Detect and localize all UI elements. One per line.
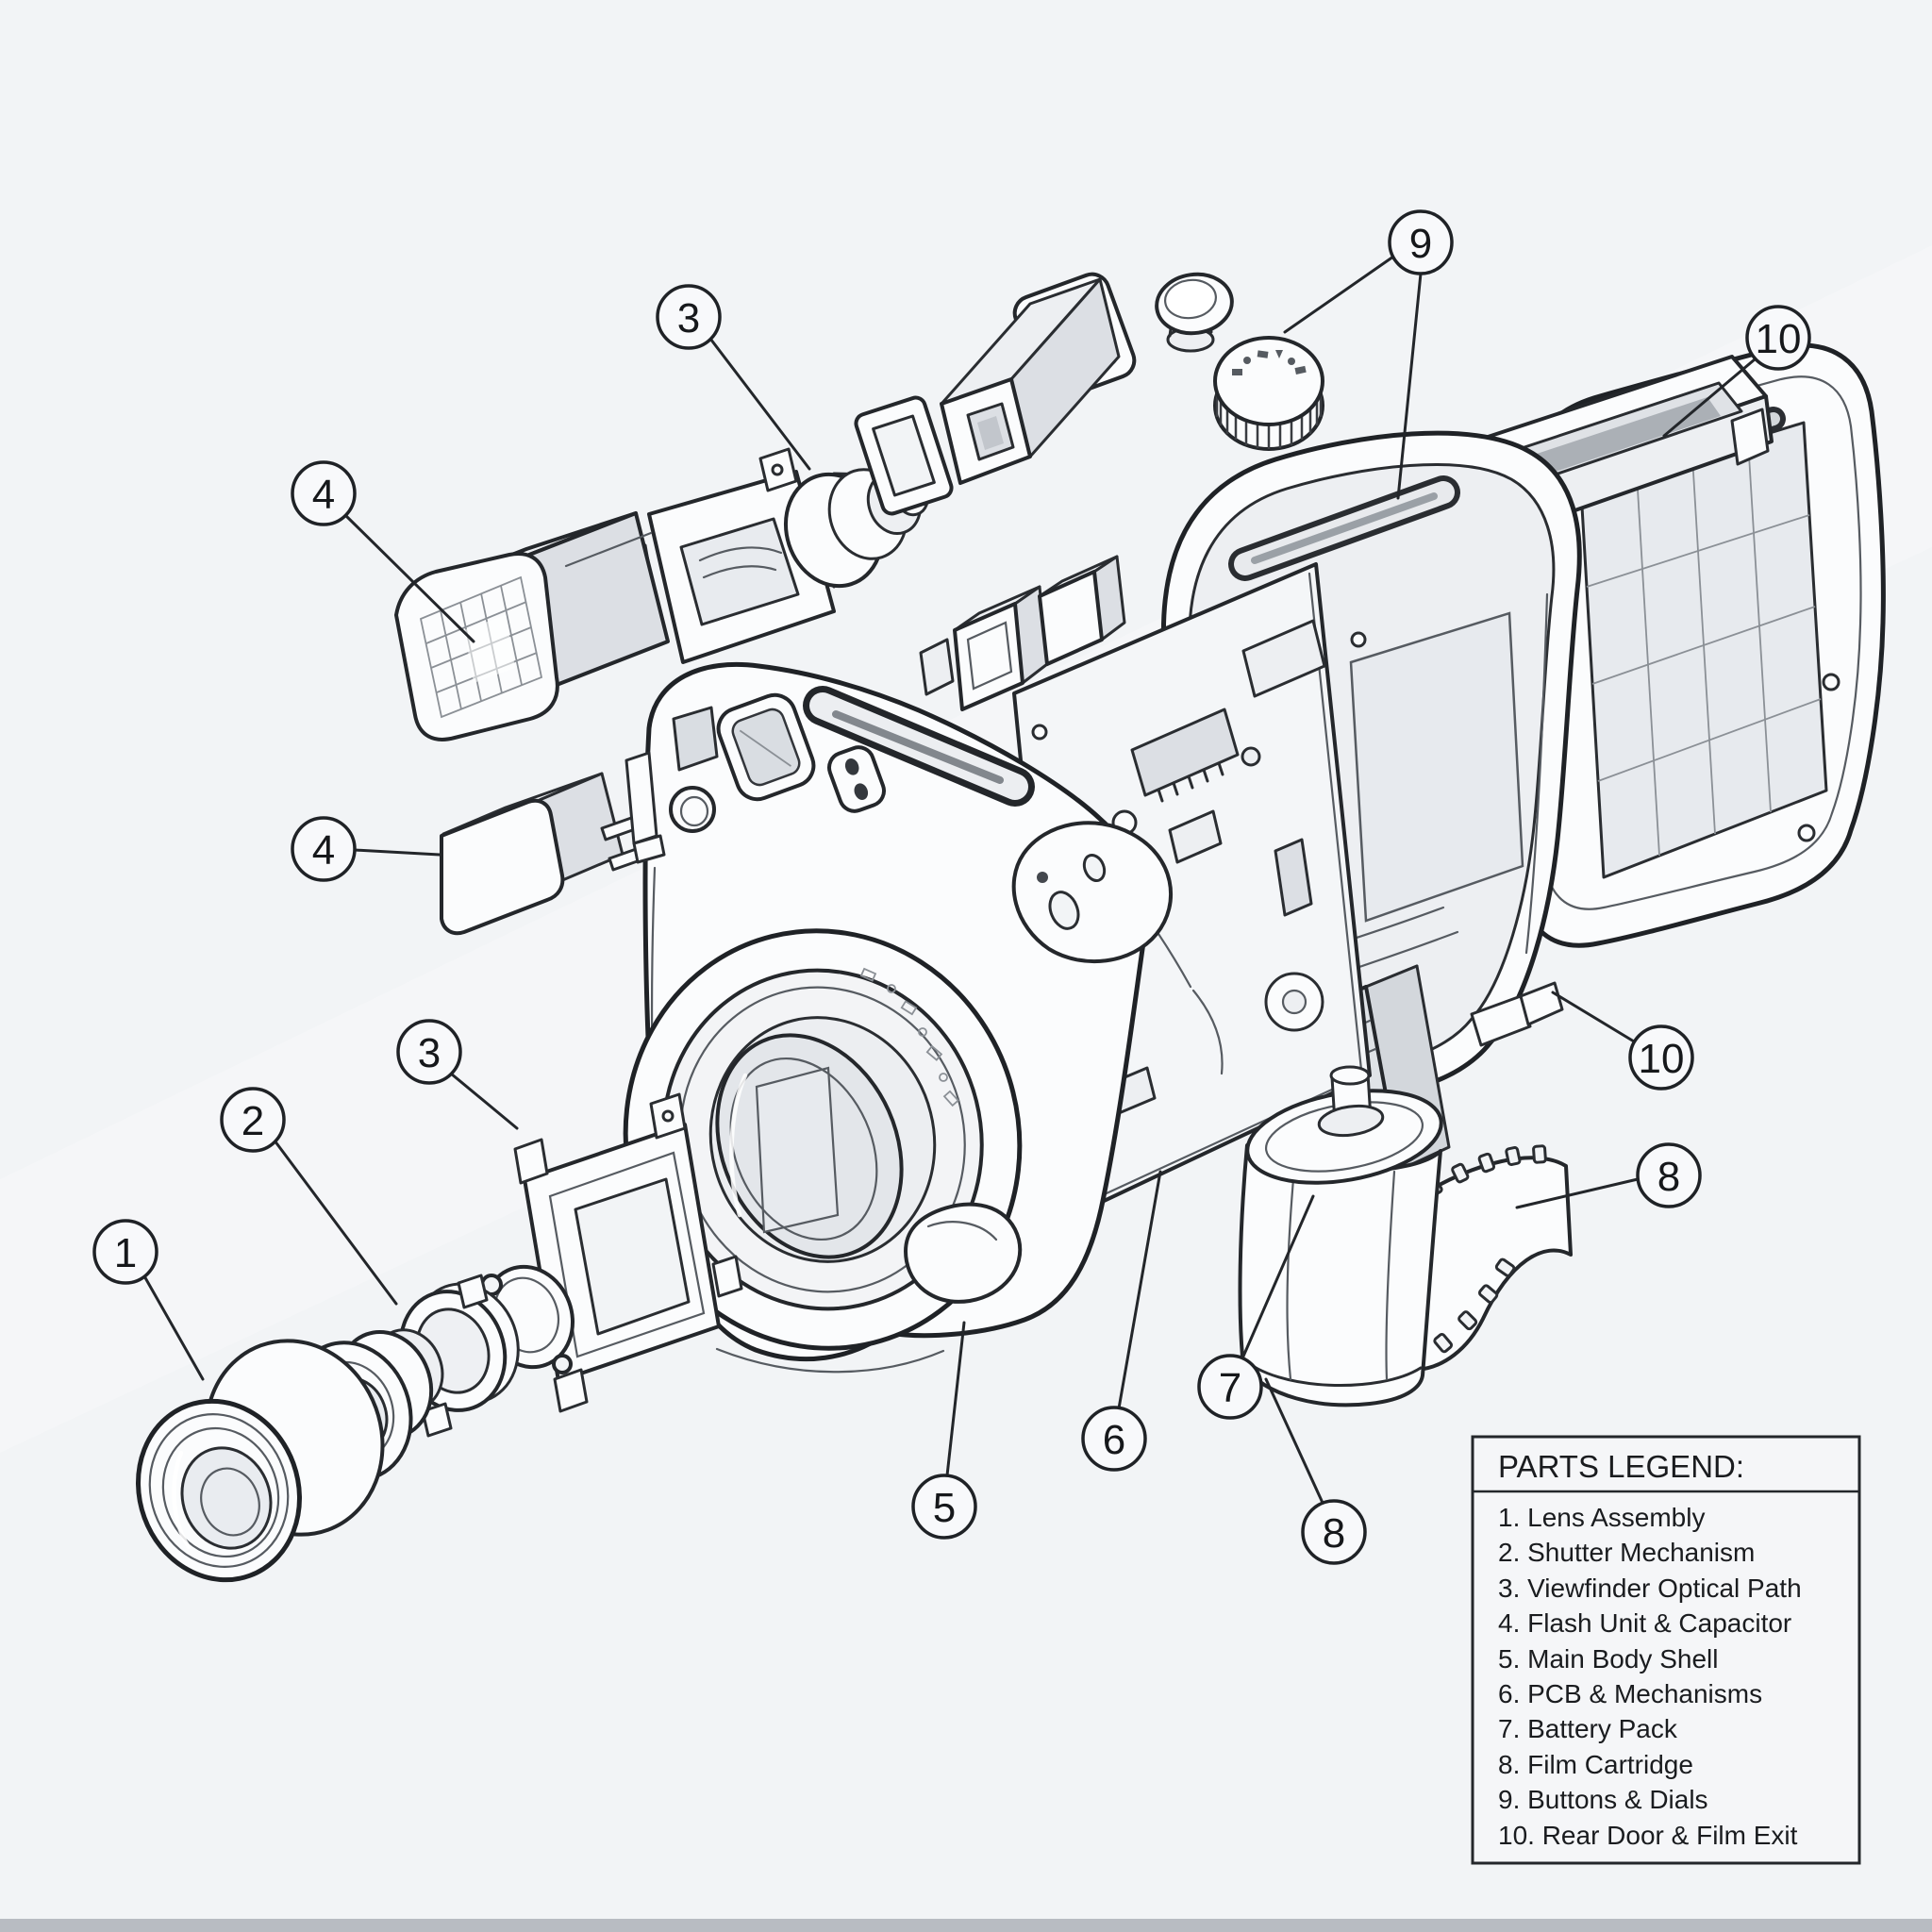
svg-text:2: 2 [242,1098,264,1144]
body-side-opening [672,706,719,772]
svg-text:4: 4 [312,827,335,874]
film-cartridge [1238,1065,1573,1407]
legend-item-3: 3. Viewfinder Optical Path [1498,1574,1802,1603]
svg-text:8: 8 [1657,1154,1680,1200]
callout-10-rear-door-bottom: 10 [1628,1024,1694,1091]
parts-legend: PARTS LEGEND: 1. Lens Assembly 2. Shutte… [1471,1435,1861,1865]
shutter-button [1155,272,1234,353]
legend-title: PARTS LEGEND: [1498,1449,1744,1484]
legend-item-9: 9. Buttons & Dials [1498,1785,1708,1814]
pcb-ic-chip [1130,708,1240,803]
legend-item-5: 5. Main Body Shell [1498,1644,1718,1674]
flash-fresnel [419,575,543,719]
legend-item-2: 2. Shutter Mechanism [1498,1538,1755,1567]
bottom-edge-strip [0,1919,1932,1932]
callout-8-film-right: 8 [1636,1142,1702,1208]
pcb-connector-blocks [919,555,1126,711]
flash-unit [394,511,670,741]
svg-text:3: 3 [418,1030,441,1076]
svg-text:5: 5 [933,1485,956,1531]
legend-box [1471,1435,1861,1865]
flash-capacitor [440,751,666,936]
callout-4-flash-unit: 4 [291,460,357,526]
svg-text:7: 7 [1219,1365,1241,1411]
callout-3-viewfinder-top: 3 [656,284,722,350]
aperture-marks [859,967,959,1108]
lens-assembly [136,1274,520,1583]
body-strap-boss [827,745,886,813]
callout-4-capacitor: 4 [291,816,357,882]
pcb-connector [1241,619,1326,698]
svg-text:4: 4 [312,472,335,518]
callout-3-viewfinder-plate: 3 [396,1019,462,1085]
callout-6-pcb: 6 [1081,1406,1147,1472]
svg-text:10: 10 [1756,316,1802,362]
leader-lines [142,255,1757,1505]
body-viewfinder-window [716,692,816,802]
svg-text:9: 9 [1409,221,1432,267]
viewfinder-eyepiece [940,272,1137,485]
body-shutter-bump [904,1202,1023,1304]
svg-text:3: 3 [677,295,700,341]
callout-8-film-bottom: 8 [1301,1499,1367,1565]
legend-item-4: 4. Flash Unit & Capacitor [1498,1608,1791,1638]
viewfinder-optical-path [625,272,1137,664]
legend-item-1: 1. Lens Assembly [1498,1503,1705,1532]
rear-door-grid [1579,421,1828,879]
callout-5-main-body: 5 [911,1474,977,1540]
callout-2-shutter-mechanism: 2 [220,1087,286,1153]
svg-text:10: 10 [1639,1036,1685,1082]
legend-item-7: 7. Battery Pack [1498,1714,1678,1743]
mode-dial [1213,336,1324,451]
body-top-slit [803,686,1035,807]
callout-1-lens-assembly: 1 [92,1219,158,1285]
film-canister [1238,1143,1442,1407]
film-sprocket-holes [1424,1144,1547,1354]
svg-text:1: 1 [114,1230,137,1276]
svg-text:6: 6 [1103,1417,1125,1463]
buttons-and-dials [1155,272,1324,451]
body-lamp [669,786,716,833]
dial-mode-icons [1232,350,1307,375]
lens-front-element [136,1339,385,1583]
viewfinder-frame [854,395,954,516]
callout-9-buttons-dials: 9 [1388,209,1454,275]
legend-item-8: 8. Film Cartridge [1498,1750,1693,1779]
svg-text:8: 8 [1323,1510,1345,1557]
legend-item-6: 6. PCB & Mechanisms [1498,1679,1762,1708]
callout-7-battery: 7 [1197,1354,1263,1420]
body-wing [1011,821,1173,964]
legend-item-10: 10. Rear Door & Film Exit [1498,1821,1798,1850]
callout-10-rear-door-top: 10 [1745,305,1811,371]
